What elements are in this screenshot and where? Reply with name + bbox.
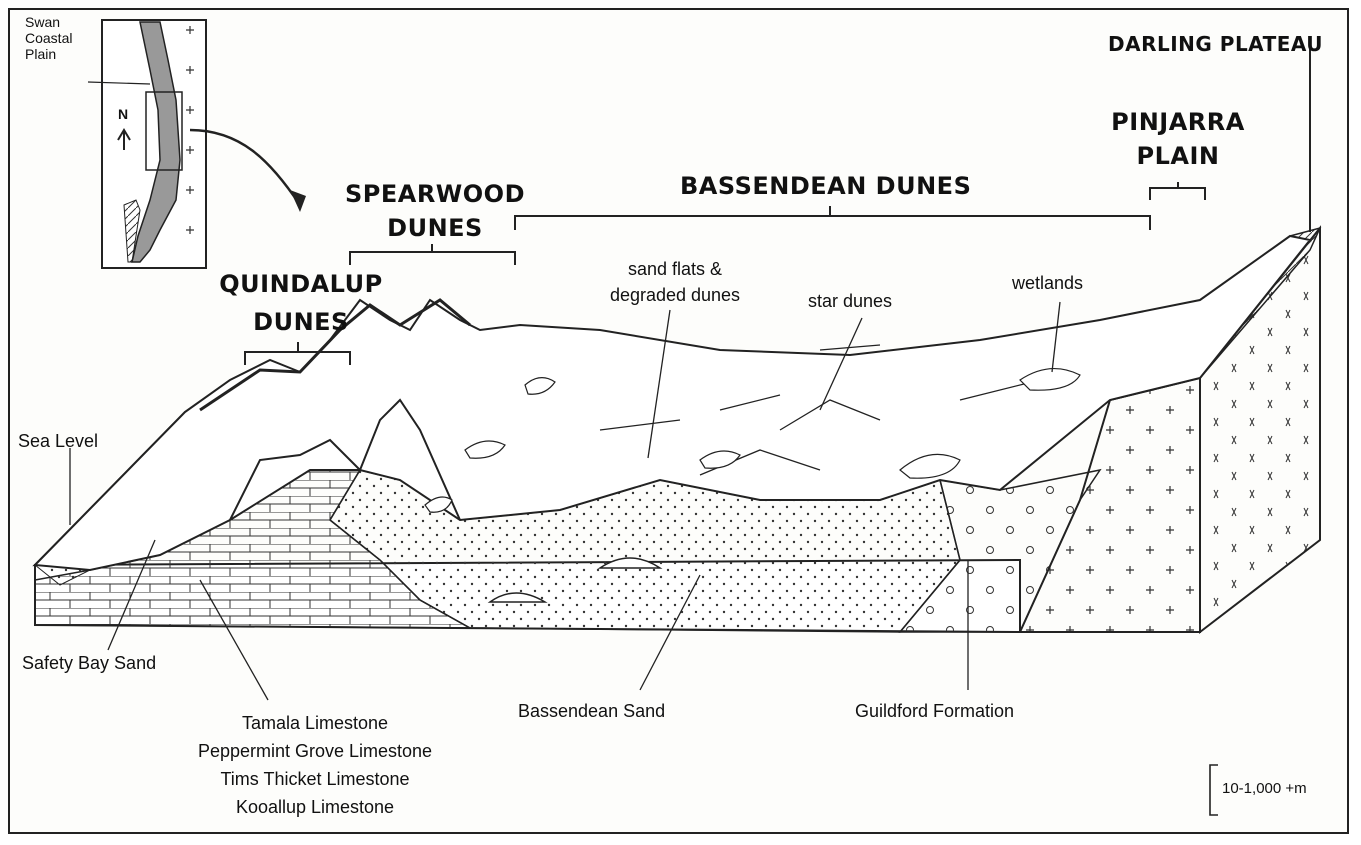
- sand-flats-label-line-2: degraded dunes: [560, 284, 790, 306]
- north-label: N: [118, 107, 128, 122]
- limestone-label-1: Tamala Limestone: [150, 712, 480, 734]
- wetlands-label: wetlands: [1012, 272, 1083, 294]
- quindalup-heading-line-1: QUINDALUP: [196, 270, 406, 298]
- guildford-formation-label: Guildford Formation: [855, 700, 1014, 722]
- limestone-label-3: Tims Thicket Limestone: [150, 768, 480, 790]
- sea-level-label: Sea Level: [18, 430, 98, 452]
- sand-flats-label-line-1: sand flats &: [560, 258, 790, 280]
- spearwood-heading-line-2: DUNES: [330, 214, 540, 242]
- inset-label-line-3: Plain: [25, 47, 56, 62]
- inset-map: [88, 20, 306, 268]
- scale-label: 10-1,000 +m: [1222, 778, 1307, 800]
- quindalup-heading-line-2: DUNES: [196, 308, 406, 336]
- pinjarra-heading-line-1: PINJARRA: [1098, 108, 1258, 136]
- pinjarra-heading-line-2: PLAIN: [1098, 142, 1258, 170]
- inset-label-line-1: Swan: [25, 15, 60, 30]
- scale-bar: [1210, 765, 1218, 815]
- limestone-label-2: Peppermint Grove Limestone: [150, 740, 480, 762]
- limestone-label-4: Kooallup Limestone: [150, 796, 480, 818]
- star-dunes-label: star dunes: [808, 290, 892, 312]
- bassendean-dunes-heading: BASSENDEAN DUNES: [680, 172, 971, 200]
- spearwood-heading-line-1: SPEARWOOD: [330, 180, 540, 208]
- darling-plateau-heading: DARLING PLATEAU: [1108, 30, 1323, 58]
- inset-label-line-2: Coastal: [25, 31, 72, 46]
- bassendean-sand-label: Bassendean Sand: [518, 700, 665, 722]
- safety-bay-sand-label: Safety Bay Sand: [22, 652, 156, 674]
